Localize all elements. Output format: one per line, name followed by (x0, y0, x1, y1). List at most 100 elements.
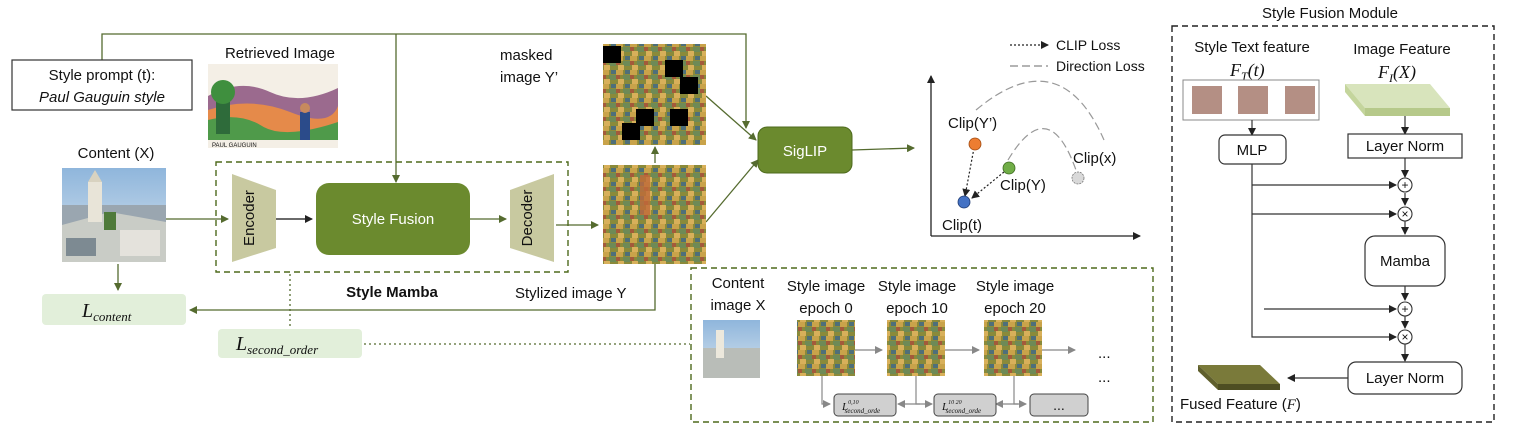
style-text-tokens (1182, 79, 1320, 121)
flow-lines (101, 33, 915, 314)
style-mamba-title: Style Mamba (346, 284, 438, 301)
masked-image (603, 44, 706, 145)
image-feature-slab (1345, 84, 1450, 116)
chip1-base: L (841, 401, 848, 413)
siglip-block: SigLIP (757, 126, 853, 174)
epoch20-thumb (984, 320, 1042, 376)
masked-label-line2: image Y’ (500, 69, 558, 86)
masked-label-line1: masked (500, 47, 553, 64)
stylized-label: Stylized image Y (515, 285, 626, 302)
l-second-sub: second_order (247, 342, 319, 357)
encoder-label: Encoder (241, 190, 258, 246)
svg-text:FT(t): FT(t) (1229, 60, 1265, 83)
fi-arg: (X) (1393, 62, 1416, 83)
l-content-sub: content (93, 309, 132, 324)
svg-text:Lsecond_order: Lsecond_order (235, 333, 319, 357)
style-fusion-label: Style Fusion (352, 211, 435, 228)
l-content-base: L (81, 300, 93, 322)
fused-symbol: F (1286, 397, 1297, 413)
mamba-label: Mamba (1380, 253, 1431, 270)
layer-norm-bottom-label: Layer Norm (1366, 370, 1444, 387)
epoch20-line1: Style image (976, 278, 1054, 295)
mul-op-1: × (1397, 206, 1413, 222)
mamba-box (1364, 235, 1446, 287)
epoch10-thumb (887, 320, 945, 376)
clip-x-label: Clip(x) (1073, 150, 1116, 167)
mul-op-2: × (1397, 329, 1413, 345)
svg-text:Lcontent: Lcontent (81, 300, 132, 324)
l-second-base: L (235, 333, 247, 355)
ft-base: F (1229, 60, 1242, 80)
clip-y-prime-point (968, 137, 982, 151)
fi-base: F (1377, 62, 1390, 82)
chip3-dots: ... (1053, 397, 1065, 413)
retrieved-image-caption: PAUL GAUGUIN (212, 143, 257, 149)
epoch-content-thumb (703, 320, 760, 378)
retrieved-image: PAUL GAUGUIN (208, 64, 338, 149)
chip1-sup: 0,10 (848, 400, 859, 406)
epoch0-line1: Style image (787, 278, 865, 295)
fused-close: ) (1296, 396, 1301, 413)
svg-text:+: + (1401, 302, 1408, 316)
clip-x-point (1071, 171, 1085, 185)
fused-feature-slab (1198, 365, 1280, 390)
svg-text:×: × (1401, 207, 1408, 221)
epoch10-line2: epoch 10 (886, 300, 948, 317)
fused-label: Fused Feature ( (1180, 396, 1287, 413)
style-fusion-block: Style Fusion (316, 183, 470, 255)
ft-arg: (t) (1248, 60, 1265, 81)
encoder-block: Encoder (232, 174, 276, 262)
add-op-1: + (1397, 177, 1413, 193)
content-label: Content (X) (78, 145, 155, 162)
chip1-sub: second_orde (845, 407, 881, 415)
epoch-panel: Content image X Style image epoch 0 Styl… (690, 267, 1154, 423)
layer-norm-bottom-box (1347, 361, 1463, 395)
l-second-order-box: Lsecond_order (218, 329, 362, 358)
add-op-2: + (1397, 301, 1413, 317)
sfm-title: Style Fusion Module (1262, 5, 1398, 22)
ft-sub: T (1241, 69, 1249, 83)
epoch-dots-1: ... (1098, 345, 1111, 362)
svg-text:×: × (1401, 330, 1408, 344)
chip2-sup: 10 20 (948, 400, 962, 406)
decoder-label: Decoder (519, 190, 536, 247)
svg-text:FI(X): FI(X) (1377, 62, 1416, 85)
epoch-content-line1: Content (712, 275, 765, 292)
decoder-block: Decoder (510, 174, 554, 262)
clip-y-prime-label: Clip(Y’) (948, 115, 997, 132)
style-prompt-value: Paul Gauguin style (39, 89, 165, 106)
second-order-loss-chip-3: ... (1029, 393, 1089, 417)
epoch0-thumb (797, 320, 855, 376)
style-mamba-block: Encoder Style Fusion Decoder (215, 161, 569, 273)
sfm-style-text-label: Style Text feature (1194, 39, 1310, 56)
layer-norm-top-label: Layer Norm (1366, 138, 1444, 155)
mlp-box (1218, 134, 1287, 165)
chip2-base: L (941, 401, 948, 413)
mlp-label: MLP (1237, 142, 1268, 159)
svg-text:+: + (1401, 178, 1408, 192)
epoch10-line1: Style image (878, 278, 956, 295)
style-prompt-title: Style prompt (t): (49, 67, 156, 84)
legend-direction-loss: Direction Loss (1056, 58, 1145, 74)
clip-y-label: Clip(Y) (1000, 177, 1046, 194)
epoch-content-line2: image X (710, 297, 765, 314)
style-prompt-box: Style prompt (t): Paul Gauguin style (11, 59, 193, 111)
second-order-links (289, 274, 690, 345)
legend-clip-loss: CLIP Loss (1056, 37, 1120, 53)
layer-norm-top-box (1347, 133, 1463, 159)
clip-space-plot: CLIP Loss Direction Loss Clip(Y’) Clip(Y… (927, 37, 1145, 240)
retrieved-image-label: Retrieved Image (225, 45, 335, 62)
clip-t-label: Clip(t) (942, 217, 982, 234)
siglip-label: SigLIP (783, 143, 827, 160)
stylized-image (603, 165, 706, 264)
svg-text:Fused Feature (F): Fused Feature (F) (1180, 396, 1301, 413)
style-fusion-module: Style Fusion Module Style Text feature I… (1171, 5, 1495, 423)
epoch20-line2: epoch 20 (984, 300, 1046, 317)
l-content-box: Lcontent (42, 294, 186, 325)
fi-sub: I (1388, 71, 1394, 85)
